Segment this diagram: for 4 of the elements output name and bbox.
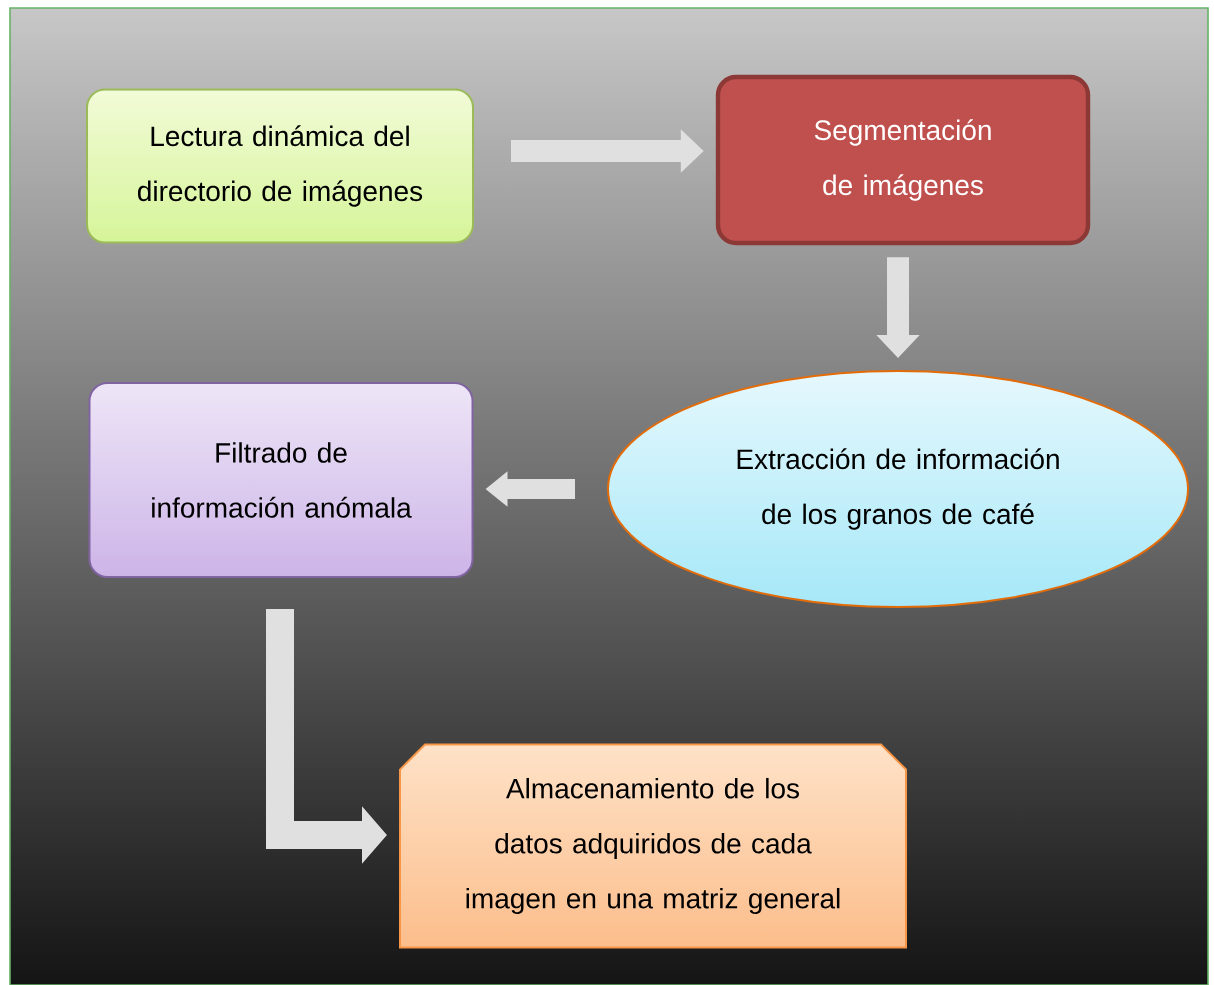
process-box: Lectura dinámica del directorio de imágenes [86,88,474,244]
process-box: Filtrado de información anómala [88,382,474,578]
process-box: Almacenamiento de los datos adquiridos de cada imagen en una matriz general [399,743,907,949]
process-box: Segmentación de imágenes [715,74,1091,246]
